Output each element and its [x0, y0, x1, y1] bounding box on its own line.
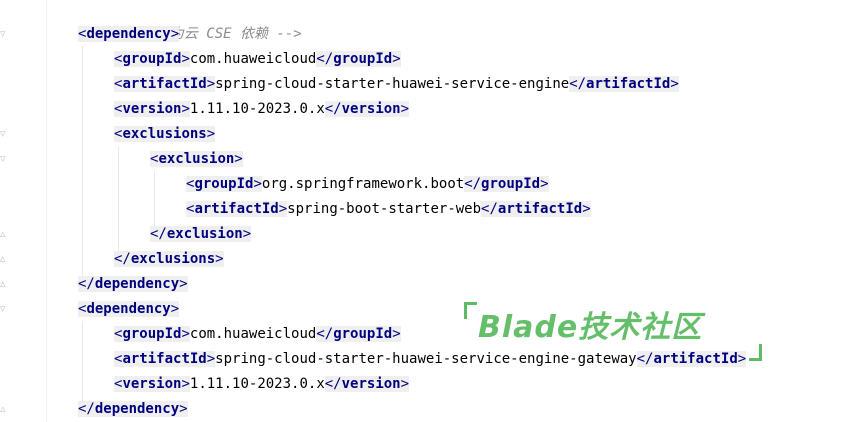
- xml-tag: dependency: [86, 301, 171, 317]
- code-line: </dependency>: [78, 401, 188, 417]
- watermark: Blade技术社区: [464, 300, 764, 364]
- xml-tag: exclusion: [166, 226, 243, 242]
- xml-tag: version: [341, 101, 401, 117]
- xml-tag: artifactId: [194, 201, 279, 217]
- xml-tag: artifactId: [122, 351, 207, 367]
- fold-icon[interactable]: ▵: [0, 402, 6, 415]
- code-line: <exclusions>: [114, 126, 216, 142]
- xml-value: com.huaweicloud: [189, 51, 317, 67]
- xml-value: org.springframework.boot: [261, 176, 465, 192]
- xml-tag: dependency: [94, 401, 180, 417]
- code-line: <exclusion>: [150, 151, 243, 167]
- fold-icon[interactable]: ▿: [0, 302, 6, 315]
- code-line: </exclusions>: [114, 251, 224, 267]
- code-line: <dependency>: [78, 301, 180, 317]
- indent-guide: [118, 146, 119, 253]
- xml-value: spring-cloud-starter-huawei-service-engi…: [215, 76, 570, 92]
- code-line: <version>1.11.10-2023.0.x</version>: [114, 376, 410, 392]
- xml-tag: artifactId: [122, 76, 207, 92]
- xml-tag: artifactId: [586, 76, 671, 92]
- xml-value: 1.11.10-2023.0.x: [189, 376, 325, 392]
- xml-tag: groupId: [333, 51, 393, 67]
- code-line: <dependency>: [78, 26, 180, 42]
- xml-tag: exclusion: [158, 151, 235, 167]
- indent-guide: [82, 46, 83, 278]
- xml-tag: dependency: [86, 26, 171, 42]
- xml-tag: groupId: [122, 51, 182, 67]
- fold-icon[interactable]: ▵: [0, 252, 6, 265]
- xml-tag: groupId: [122, 326, 182, 342]
- code-editor[interactable]: <!-- 华为云 CSE 依赖 --> <dependency> <groupI…: [78, 0, 845, 422]
- code-line: <artifactId>spring-boot-starter-web</art…: [186, 201, 591, 217]
- code-line: <groupId>com.huaweicloud</groupId>: [114, 326, 401, 342]
- indent-guide: [82, 321, 83, 403]
- fold-icon[interactable]: ▵: [0, 227, 6, 240]
- xml-tag: artifactId: [497, 201, 583, 217]
- xml-value: spring-boot-starter-web: [287, 201, 482, 217]
- code-line: <version>1.11.10-2023.0.x</version>: [114, 101, 410, 117]
- watermark-bracket-icon: [749, 344, 762, 361]
- code-line: <groupId>org.springframework.boot</group…: [186, 176, 549, 192]
- xml-tag: exclusions: [130, 251, 216, 267]
- xml-value: 1.11.10-2023.0.x: [189, 101, 325, 117]
- xml-tag: version: [122, 101, 182, 117]
- xml-value: com.huaweicloud: [189, 326, 317, 342]
- fold-icon[interactable]: ▿: [0, 127, 6, 140]
- code-line: <artifactId>spring-cloud-starter-huawei-…: [114, 76, 679, 92]
- code-line: <groupId>com.huaweicloud</groupId>: [114, 51, 401, 67]
- xml-tag: groupId: [481, 176, 541, 192]
- watermark-bracket-icon: [464, 302, 477, 319]
- fold-icon[interactable]: ▿: [0, 27, 6, 40]
- code-line: </dependency>: [78, 276, 188, 292]
- xml-tag: artifactId: [653, 351, 738, 367]
- watermark-text: Blade技术社区: [478, 310, 703, 345]
- xml-tag: version: [122, 376, 182, 392]
- code-line: </exclusion>: [150, 226, 252, 242]
- editor-gutter: ▿ ▿ ▿ ▵ ▵ ▵ ▿ ▵: [0, 0, 47, 422]
- fold-icon[interactable]: ▵: [0, 277, 6, 290]
- code-line-comment: <!-- 华为云 CSE 依赖 -->: [80, 0, 302, 42]
- xml-tag: dependency: [94, 276, 180, 292]
- xml-value: spring-cloud-starter-huawei-service-engi…: [215, 351, 637, 367]
- fold-icon[interactable]: ▿: [0, 152, 6, 165]
- xml-tag: groupId: [333, 326, 393, 342]
- xml-tag: version: [341, 376, 401, 392]
- indent-guide: [154, 171, 155, 228]
- xml-tag: groupId: [194, 176, 254, 192]
- xml-tag: exclusions: [122, 126, 207, 142]
- code-line: <artifactId>spring-cloud-starter-huawei-…: [114, 351, 747, 367]
